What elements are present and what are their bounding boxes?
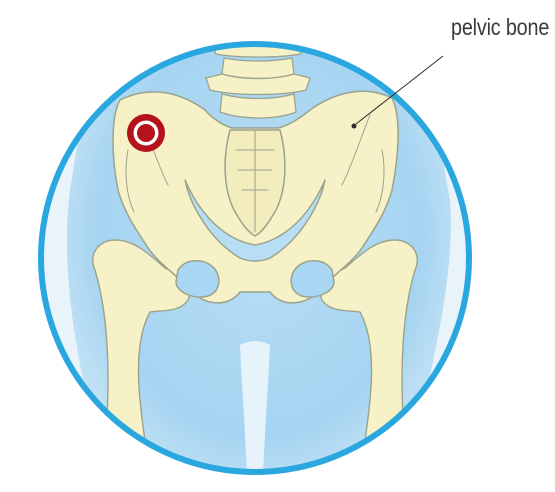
pelvic-bone-label: pelvic bone (451, 14, 549, 41)
leader-dot (352, 124, 357, 129)
right-obturator (291, 261, 334, 297)
left-obturator (176, 261, 219, 297)
target-marker-icon (127, 114, 165, 152)
